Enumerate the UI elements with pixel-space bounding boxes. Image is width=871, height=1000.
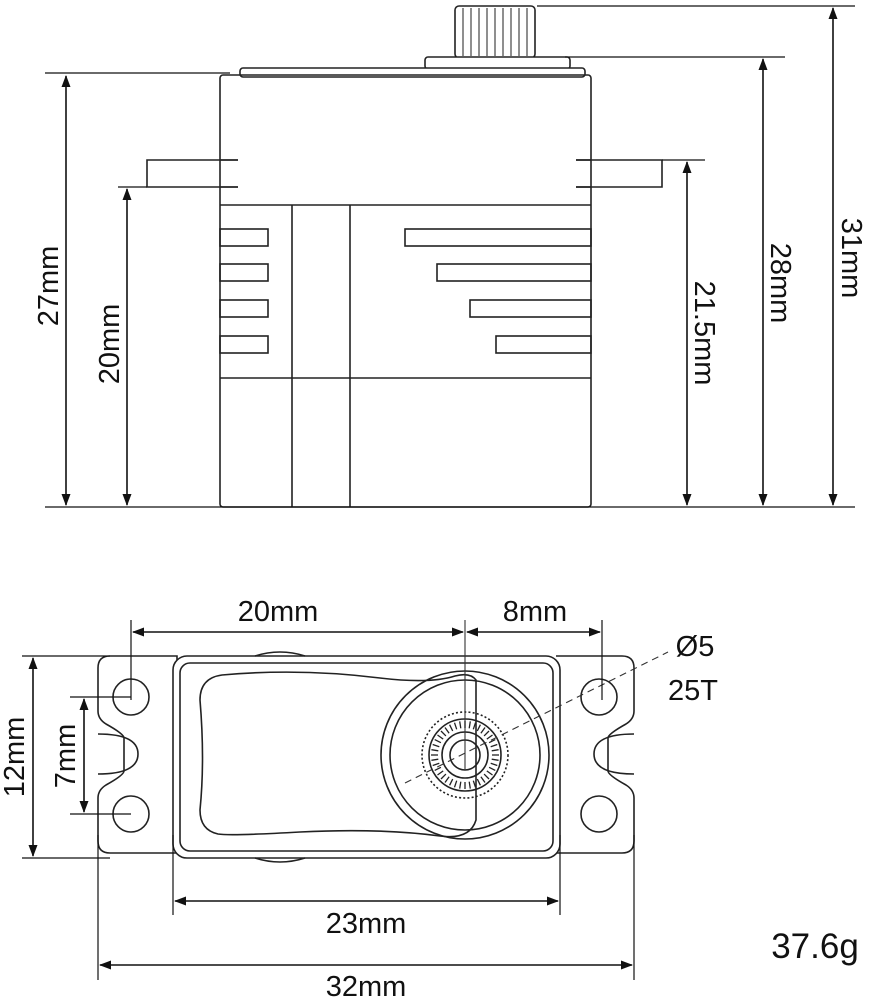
spline-tooth bbox=[468, 781, 471, 789]
height-body-label: 27mm bbox=[33, 246, 65, 327]
top-panel bbox=[199, 671, 477, 838]
top-view: 20mm 8mm Ø5 25T 12mm 7mm 23mm 32mm bbox=[0, 596, 718, 1000]
spline-tooth bbox=[490, 762, 498, 767]
height-mount-label: 20mm bbox=[94, 304, 126, 385]
spline-tooth bbox=[437, 770, 444, 776]
spline-tooth bbox=[440, 730, 447, 737]
spline-tooth bbox=[483, 730, 490, 737]
spline-tooth bbox=[488, 739, 496, 744]
total-length-label: 32mm bbox=[326, 971, 407, 1000]
hole-spacing-label: 20mm bbox=[238, 596, 319, 628]
cooling-fins-left bbox=[219, 228, 269, 354]
spline-tooth bbox=[437, 734, 444, 740]
spline-tooth bbox=[472, 780, 477, 788]
spline-tooth bbox=[476, 724, 481, 732]
servo-case bbox=[219, 74, 592, 508]
side-view: 27mm 20mm 21.5mm 28mm 31mm bbox=[33, 5, 867, 508]
height-total-label: 31mm bbox=[835, 218, 867, 299]
spline-tooth bbox=[453, 722, 458, 730]
spline-tooth bbox=[486, 734, 493, 740]
spline-tooth bbox=[459, 721, 462, 729]
spline-tooth bbox=[432, 743, 440, 748]
servo-body-top bbox=[172, 655, 561, 859]
hole-spacing-vertical-label: 7mm bbox=[50, 724, 82, 788]
output-spline bbox=[424, 5, 571, 70]
weight-label: 37.6g bbox=[771, 927, 859, 966]
spline-tooth bbox=[434, 739, 442, 744]
shaft-diameter-label: Ø5 bbox=[676, 631, 715, 663]
spline-tooth bbox=[449, 778, 454, 786]
spline-teeth-label: 25T bbox=[668, 675, 718, 707]
cooling-fins-right bbox=[404, 228, 592, 354]
spline-tooth bbox=[431, 758, 439, 761]
mounting-flange bbox=[146, 159, 663, 188]
spline-tooth bbox=[444, 776, 450, 783]
spline-teeth-ring bbox=[431, 721, 499, 789]
height-mount-right-label: 21.5mm bbox=[688, 281, 720, 386]
spline-tooth bbox=[444, 727, 450, 734]
spline-tooth bbox=[488, 766, 496, 771]
width-total-label: 12mm bbox=[0, 717, 31, 798]
spline-tooth bbox=[480, 727, 486, 734]
spline-tooth bbox=[468, 721, 471, 729]
spline-tooth bbox=[490, 743, 498, 748]
spline-tooth bbox=[449, 724, 454, 732]
shaft-offset-label: 8mm bbox=[503, 596, 567, 628]
spline-tooth bbox=[453, 780, 458, 788]
spline-tooth bbox=[480, 776, 486, 783]
spline-tooth bbox=[486, 770, 493, 776]
spline-tooth bbox=[476, 778, 481, 786]
spline-tooth bbox=[483, 773, 490, 780]
spline-tooth bbox=[459, 781, 462, 789]
spline-tooth bbox=[431, 749, 439, 752]
spline-tooth bbox=[472, 722, 477, 730]
spline-tooth bbox=[440, 773, 447, 780]
spline-tooth bbox=[491, 749, 499, 752]
body-length-label: 23mm bbox=[326, 908, 407, 940]
height-case-label: 28mm bbox=[764, 243, 796, 324]
spline-tooth bbox=[432, 762, 440, 767]
spline-tooth bbox=[491, 758, 499, 761]
spline-tooth bbox=[434, 766, 442, 771]
